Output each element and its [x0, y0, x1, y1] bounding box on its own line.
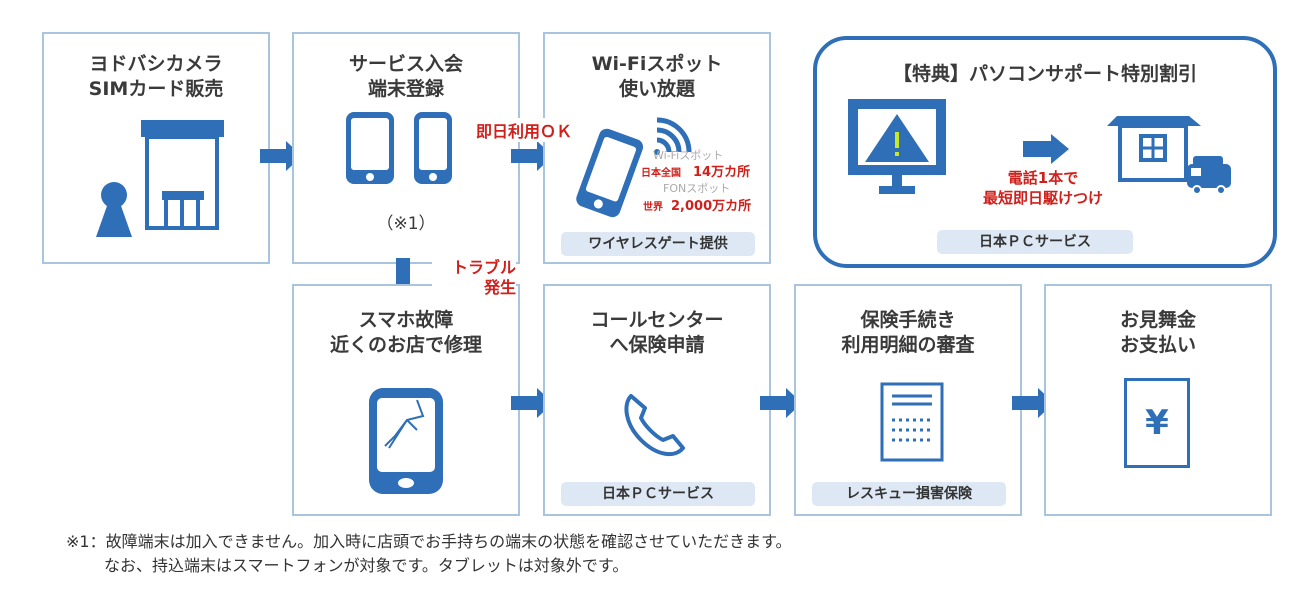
step-shop: ヨドバシカメラ SIMカード販売 — [42, 32, 270, 264]
step-broken: スマホ故障 近くのお店で修理 — [292, 284, 520, 516]
house-with-car-icon — [1107, 116, 1231, 195]
step-broken-title: スマホ故障 近くのお店で修理 — [329, 309, 482, 356]
step-call: コールセンター へ保険申請 日本ＰＣサービス — [543, 284, 771, 516]
trouble-label: トラブル 発生 — [432, 258, 516, 298]
step-join: サービス入会 端末登録 （※1） — [292, 32, 520, 264]
wifi-spot-count: 14万カ所 — [693, 165, 751, 180]
wifi-provider-tag: ワイヤレスゲート提供 — [561, 232, 755, 256]
cracked-phone-icon — [369, 388, 443, 494]
bonus-title: 【特典】パソコンサポート特別割引 — [892, 63, 1197, 85]
step-join-note: （※1） — [376, 214, 436, 234]
phone-wifi-icon — [576, 117, 692, 218]
yen-document-icon: ¥ — [1124, 378, 1190, 468]
fon-spot-label: FONスポット — [663, 182, 731, 195]
wifi-spot-region: 日本全国 — [641, 168, 681, 179]
step-wifi: Wi-Fiスポット 使い放題 Wi-Fiスポット 日本全国 14万カ所 FONス… — [543, 32, 771, 264]
step-review-title: 保険手続き 利用明細の審査 — [841, 309, 975, 356]
phone-handset-icon — [624, 394, 685, 457]
review-provider-tag: レスキュー損害保険 — [812, 482, 1006, 506]
yen-symbol: ¥ — [1145, 403, 1169, 443]
call-provider-tag: 日本ＰＣサービス — [561, 482, 755, 506]
step-pay: お見舞金 お支払い ¥ — [1044, 284, 1272, 516]
bonus-provider-tag: 日本ＰＣサービス — [937, 230, 1133, 254]
document-icon — [880, 382, 944, 462]
arrow-right-icon — [511, 141, 553, 171]
arrow-right-icon — [1023, 134, 1069, 164]
step-review: 保険手続き 利用明細の審査 レスキュー損害保険 — [794, 284, 1022, 516]
arrow-right-icon — [760, 388, 802, 418]
step-shop-title: ヨドバシカメラ SIMカード販売 — [88, 53, 224, 100]
footnote-line-2: なお、持込端末はスマートフォンが対象です。タブレットは対象外です。 — [104, 556, 629, 575]
arrow-right-icon — [1012, 388, 1054, 418]
bonus-panel: 【特典】パソコンサポート特別割引 電話1本で 最短即日駆けつけ 日本ＰＣサービス — [813, 36, 1277, 268]
step-pay-title: お見舞金 お支払い — [1119, 309, 1196, 356]
same-day-label: 即日利用ＯＫ — [474, 118, 575, 142]
warning-monitor-icon — [848, 99, 946, 194]
step-call-title: コールセンター へ保険申請 — [590, 309, 724, 356]
store-with-person-icon — [96, 120, 224, 237]
wifi-spot-label: Wi-Fiスポット — [653, 149, 724, 162]
tablet-and-phone-icon — [346, 112, 452, 184]
footnote-line-1: ※1：故障端末は加入できません。加入時に店頭でお手持ちの端末の状態を確認させてい… — [66, 532, 792, 551]
fon-spot-region: 世界 — [643, 202, 663, 213]
step-wifi-title: Wi-Fiスポット 使い放題 — [591, 53, 723, 100]
arrow-right-icon — [260, 141, 302, 171]
arrow-right-icon — [511, 388, 553, 418]
step-join-title: サービス入会 端末登録 — [348, 53, 463, 100]
bonus-callout: 電話1本で 最短即日駆けつけ — [982, 169, 1103, 207]
fon-spot-count: 2,000万カ所 — [671, 199, 752, 214]
